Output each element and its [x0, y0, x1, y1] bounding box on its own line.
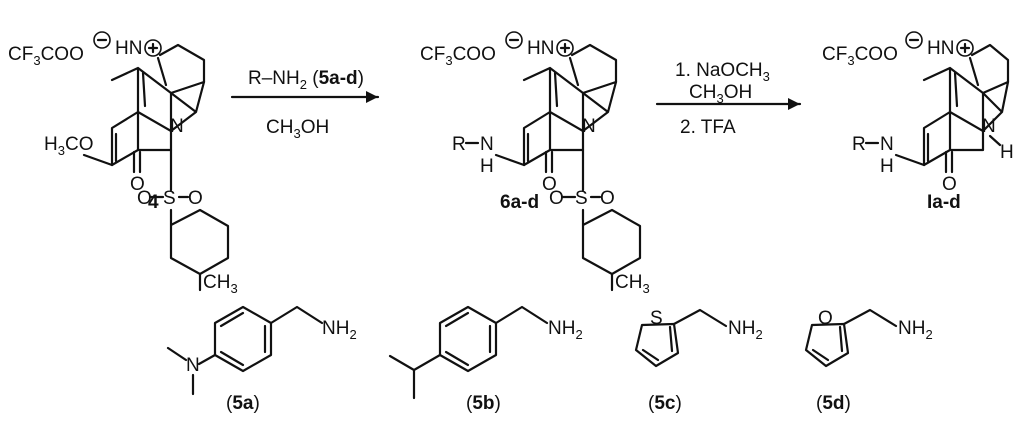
nh-h-I: H — [880, 156, 894, 177]
methyl-6: CH3 — [615, 272, 650, 296]
sulfonyl-o-left-6: O — [549, 188, 564, 209]
amine-5d-o: O — [818, 308, 833, 329]
iminium-I: HN — [927, 38, 954, 59]
amine-5b-label: (5b) — [466, 393, 501, 414]
sulfonyl-6: S — [575, 188, 588, 209]
reagent-line-3: 2. TFA — [680, 117, 736, 138]
methyl-4: CH3 — [203, 272, 238, 296]
iminium-4: HN — [115, 38, 142, 59]
sulfonyl-4: S — [163, 188, 176, 209]
iminium-6: HN — [527, 38, 554, 59]
methoxy-4: H3CO — [44, 134, 93, 158]
amine-5b: NH2 (5b) — [388, 305, 583, 414]
nh-I: N — [880, 134, 894, 155]
sulfonyl-o-right-4: O — [188, 188, 203, 209]
oxo-6: O — [542, 174, 557, 195]
reagent-line-1: 1. NaOCH3 — [675, 60, 770, 84]
amine-5a-nh2: NH2 — [322, 318, 357, 342]
compound-I: CF3COO HN R N H O N H Ia-d — [822, 31, 1014, 213]
reagent-line-2: CH3OH — [689, 82, 752, 106]
amine-5c-nh2: NH2 — [728, 318, 763, 342]
ring-n-4: N — [170, 116, 184, 137]
nh-h-6: H — [480, 156, 494, 177]
sulfonyl-o-left-4: O — [137, 188, 152, 209]
counterion-6: CF3COO — [420, 44, 496, 68]
compound-6: CF3COO HN R N H O N S O O CH3 6a-d — [420, 31, 650, 296]
sulfonyl-o-right-6: O — [600, 188, 615, 209]
label-6: 6a-d — [500, 192, 539, 213]
label-4: 4 — [148, 192, 159, 213]
arrow-step-1: R–NH2 (5a-d) CH3OH — [230, 68, 380, 141]
oxo-4: O — [130, 174, 145, 195]
counterion-I: CF3COO — [822, 44, 898, 68]
r-6: R — [452, 134, 466, 155]
r-I: R — [852, 134, 866, 155]
reagent-bottom: CH3OH — [266, 117, 329, 141]
amine-5c-s: S — [650, 308, 663, 329]
compound-4: CF3COO HN H3CO O N S O O CH3 4 — [8, 31, 238, 296]
arrow-step-2: 1. NaOCH3 CH3OH 2. TFA — [655, 60, 802, 138]
amine-5d-label: (5d) — [816, 393, 851, 414]
amine-5c: S NH2 (5c) — [634, 308, 763, 414]
amine-5a-label: (5a) — [226, 393, 260, 414]
counterion-4: CF3COO — [8, 44, 84, 68]
amine-5d-nh2: NH2 — [898, 318, 933, 342]
ring-h-I: H — [1000, 142, 1014, 163]
reagent-top: R–NH2 (5a-d) — [248, 68, 364, 92]
amine-5c-label: (5c) — [648, 393, 682, 414]
oxo-I: O — [942, 174, 957, 195]
label-I: Ia-d — [927, 192, 961, 213]
amine-5d: O NH2 (5d) — [804, 308, 933, 414]
amine-5a-n: N — [186, 355, 200, 376]
amine-5a: NH2 N (5a) — [166, 305, 357, 414]
nh-6: N — [480, 134, 494, 155]
ring-n-I: N — [982, 116, 996, 137]
amine-5b-nh2: NH2 — [548, 318, 583, 342]
ring-n-6: N — [582, 116, 596, 137]
